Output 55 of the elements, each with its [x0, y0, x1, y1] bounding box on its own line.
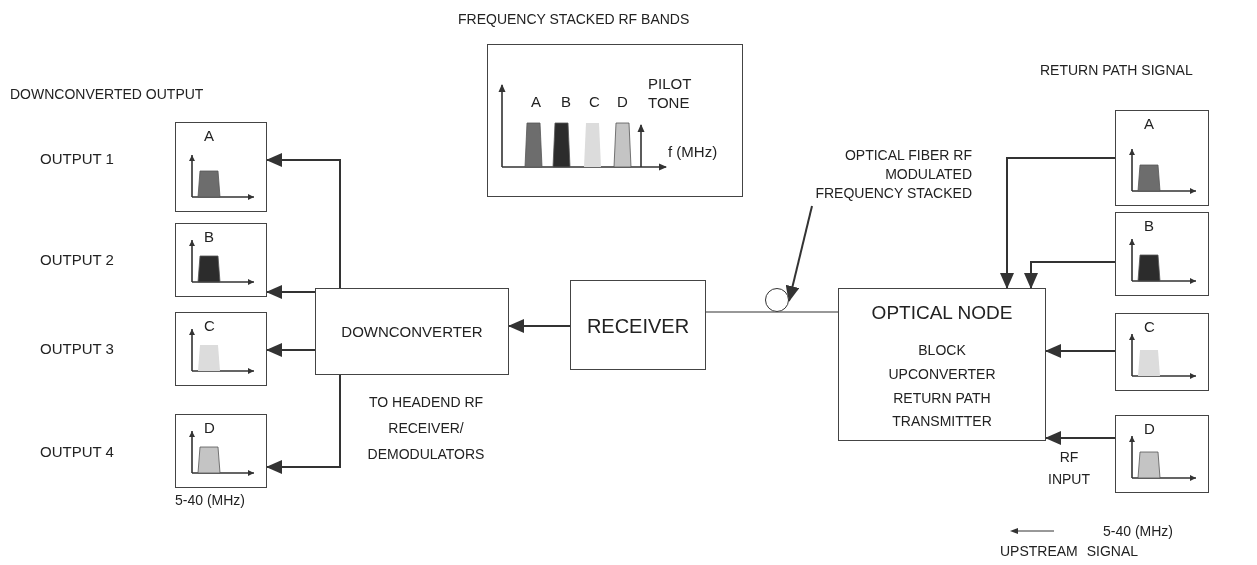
section-heading: DOWNCONVERTED OUTPUT	[10, 86, 205, 104]
fiber-coil	[765, 288, 789, 312]
arrow	[1000, 157, 1116, 289]
output-label: OUTPUT 1	[40, 150, 115, 169]
input-label: RF INPUT	[1047, 448, 1091, 490]
band-label: C	[1144, 318, 1155, 337]
block-description: BLOCK UPCONVERTER RETURN PATH TRANSMITTER	[887, 341, 997, 432]
output-label: OUTPUT 4	[40, 443, 115, 462]
frequency-range: 5-40 (MHz)	[1103, 523, 1174, 541]
band-label: A	[531, 93, 541, 112]
band-label: D	[204, 419, 215, 438]
arrow	[266, 285, 316, 299]
section-heading: RETURN PATH SIGNAL	[1040, 62, 1194, 80]
chart-title: FREQUENCY STACKED RF BANDS	[458, 11, 690, 29]
band-label: B	[561, 93, 571, 112]
block-title: OPTICAL NODE	[870, 301, 1014, 325]
block-label: RECEIVER	[585, 314, 691, 339]
output-label: OUTPUT 3	[40, 340, 115, 359]
arrow	[266, 343, 316, 357]
spectrum-box	[175, 414, 267, 488]
spectrum-box	[1115, 110, 1209, 206]
spectrum-box	[175, 223, 267, 297]
band-label: D	[1144, 420, 1155, 439]
fiber-line	[776, 311, 839, 313]
block-label: DOWNCONVERTER	[340, 322, 484, 342]
band-label: B	[204, 228, 214, 247]
process-box	[570, 280, 706, 370]
leader-line	[785, 205, 813, 302]
arrow	[266, 374, 341, 474]
band-label: A	[204, 127, 214, 146]
spectrum-box	[1115, 415, 1209, 493]
band-label: C	[204, 317, 215, 336]
fiber-line	[705, 311, 778, 313]
band-label: A	[1144, 115, 1154, 134]
arrow	[1045, 344, 1116, 358]
pilot-tone-label: PILOT TONE	[648, 75, 693, 113]
spectrum-box	[175, 122, 267, 212]
arrow	[508, 319, 571, 333]
process-box	[315, 288, 509, 375]
signal-label: UPSTREAM SIGNAL	[1000, 543, 1140, 561]
process-box	[838, 288, 1046, 441]
axis-label: f (MHz)	[668, 143, 718, 162]
arrow	[266, 153, 341, 289]
band-label: D	[617, 93, 628, 112]
band-label: C	[589, 93, 600, 112]
arrow	[1045, 431, 1116, 445]
destination-note: TO HEADEND RF RECEIVER/ DEMODULATORS	[366, 393, 486, 464]
callout-text: OPTICAL FIBER RF MODULATED FREQUENCY STACKED	[814, 146, 972, 203]
arrow	[1024, 261, 1116, 289]
output-label: OUTPUT 2	[40, 251, 115, 270]
band-label: B	[1144, 217, 1154, 236]
frequency-range: 5-40 (MHz)	[175, 492, 246, 510]
spectrum-box	[1115, 313, 1209, 391]
spectrum-box	[1115, 212, 1209, 296]
spectrum-box	[175, 312, 267, 386]
